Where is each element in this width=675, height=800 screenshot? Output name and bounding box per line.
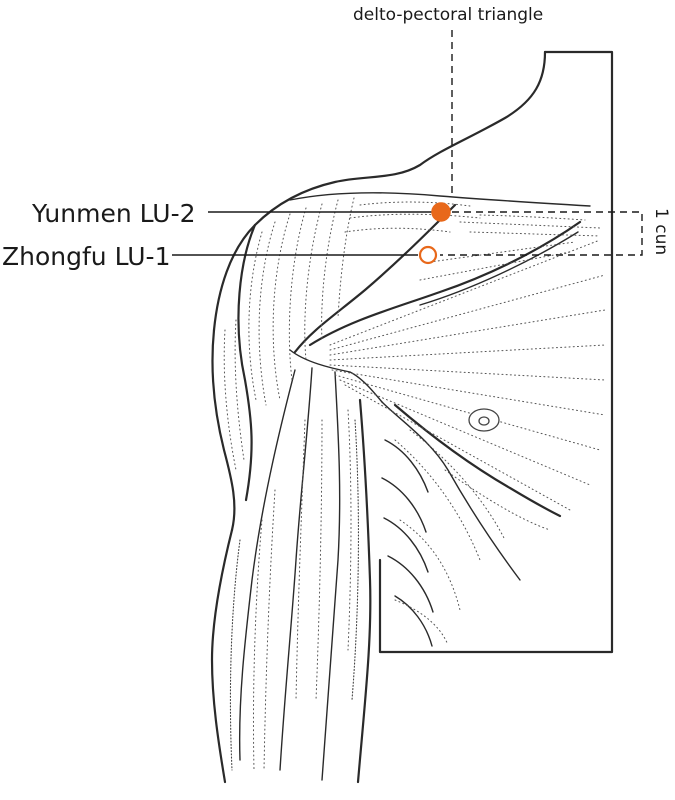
torso-frame [378, 50, 614, 654]
pectoral-border [308, 220, 582, 347]
serratus-4 [387, 555, 434, 613]
arm-outline-right [356, 398, 372, 784]
label-cun: 1 cun [651, 208, 671, 255]
stipple-pectoral [329, 221, 606, 511]
biceps-2 [279, 367, 313, 771]
deltopectoral-groove [293, 203, 457, 354]
serratus-2 [381, 477, 427, 533]
yunmen-point [431, 202, 451, 222]
label-yunmen: Yunmen LU-2 [31, 199, 196, 228]
deltoid-contour [211, 328, 236, 532]
clavicle-line [289, 192, 591, 207]
deltoid-inner [237, 223, 257, 502]
biceps-3 [321, 371, 341, 781]
stipple-ribcage [394, 429, 551, 646]
zhongfu-point [418, 245, 438, 265]
arm-outline-left [210, 528, 234, 784]
nipple-icon [468, 408, 500, 432]
axilla-line [381, 401, 521, 581]
stipple-deltoid [223, 197, 355, 471]
serratus-1 [384, 439, 429, 493]
label-zhongfu: Zhongfu LU-1 [2, 242, 170, 271]
serratus-3 [383, 517, 429, 573]
serratus-5 [394, 595, 433, 647]
label-top: delto-pectoral triangle [353, 5, 543, 25]
neck-contour [212, 50, 547, 332]
pectoral-border-2 [419, 231, 579, 306]
stipple-clavicular [344, 201, 586, 233]
arm-shoulder-joint [289, 349, 383, 403]
stipple-arm [229, 409, 359, 771]
biceps-1 [238, 369, 296, 761]
